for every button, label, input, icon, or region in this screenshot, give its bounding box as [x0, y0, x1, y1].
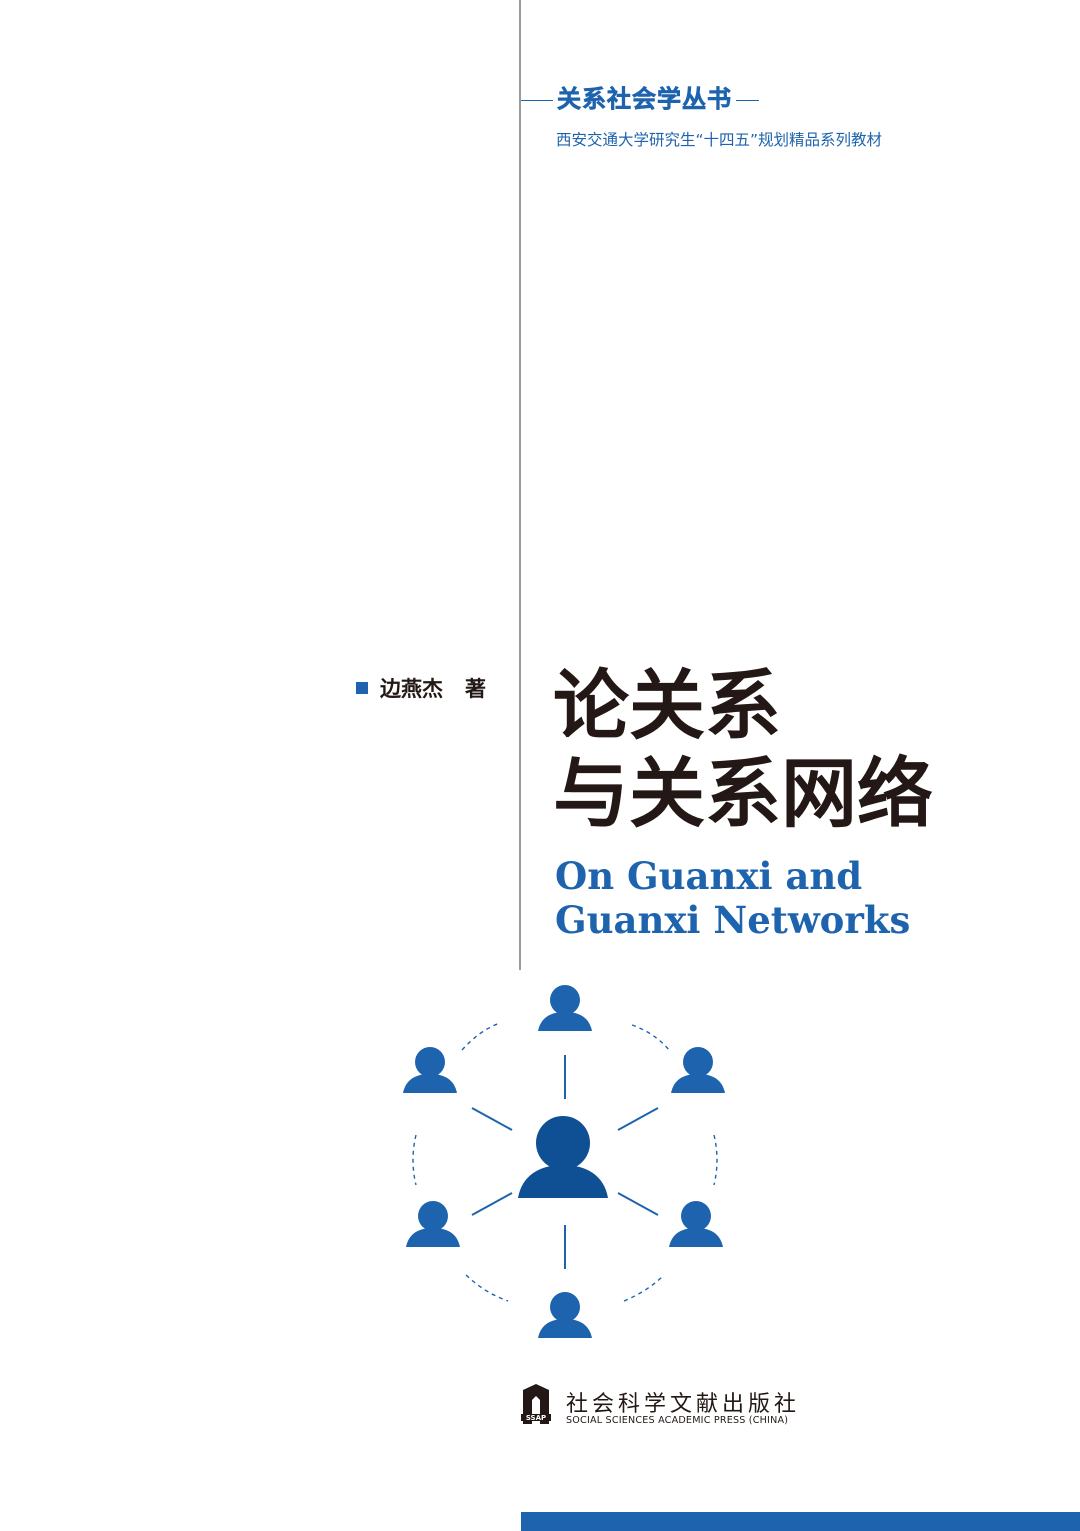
- series-subtitle: 西安交通大学研究生“十四五”规划精品系列教材: [556, 131, 883, 149]
- person-icon-center: [518, 1116, 608, 1198]
- book-title-chinese: 论关系 与关系网络: [553, 662, 933, 838]
- person-icon-bottom: [538, 1292, 592, 1338]
- publisher-name-english: SOCIAL SCIENCES ACADEMIC PRESS (CHINA): [566, 1415, 789, 1426]
- network-dashed-ring: [412, 1022, 718, 1302]
- author-name: 边燕杰: [380, 677, 443, 701]
- person-icon-lower-right: [669, 1201, 723, 1247]
- title-en-line1: On Guanxi and: [555, 854, 863, 898]
- person-icon-upper-left: [403, 1047, 457, 1093]
- person-icon-upper-right: [671, 1047, 725, 1093]
- people-network-icon: [403, 985, 725, 1338]
- title-en-line2: Guanxi Networks: [555, 898, 911, 942]
- title-zh-line1: 论关系: [553, 661, 781, 750]
- publisher-name-chinese: 社会科学文献出版社: [566, 1392, 801, 1417]
- ssap-logo-text: SSAP: [526, 1414, 546, 1422]
- bottom-color-bar: [521, 1512, 1080, 1531]
- book-title-english: On Guanxi and Guanxi Networks: [555, 854, 910, 942]
- ssap-logo-icon: SSAP: [521, 1384, 551, 1424]
- square-bullet-icon: [356, 682, 368, 694]
- author-role: 著: [465, 677, 486, 701]
- vertical-divider: [519, 0, 521, 970]
- person-icon-top: [538, 985, 592, 1031]
- author-line: 边燕杰 著: [356, 673, 486, 703]
- network-links: [471, 1055, 659, 1269]
- person-icon-lower-left: [406, 1201, 460, 1247]
- title-zh-line2: 与关系网络: [553, 749, 933, 838]
- series-title: 关系社会学丛书: [553, 86, 736, 112]
